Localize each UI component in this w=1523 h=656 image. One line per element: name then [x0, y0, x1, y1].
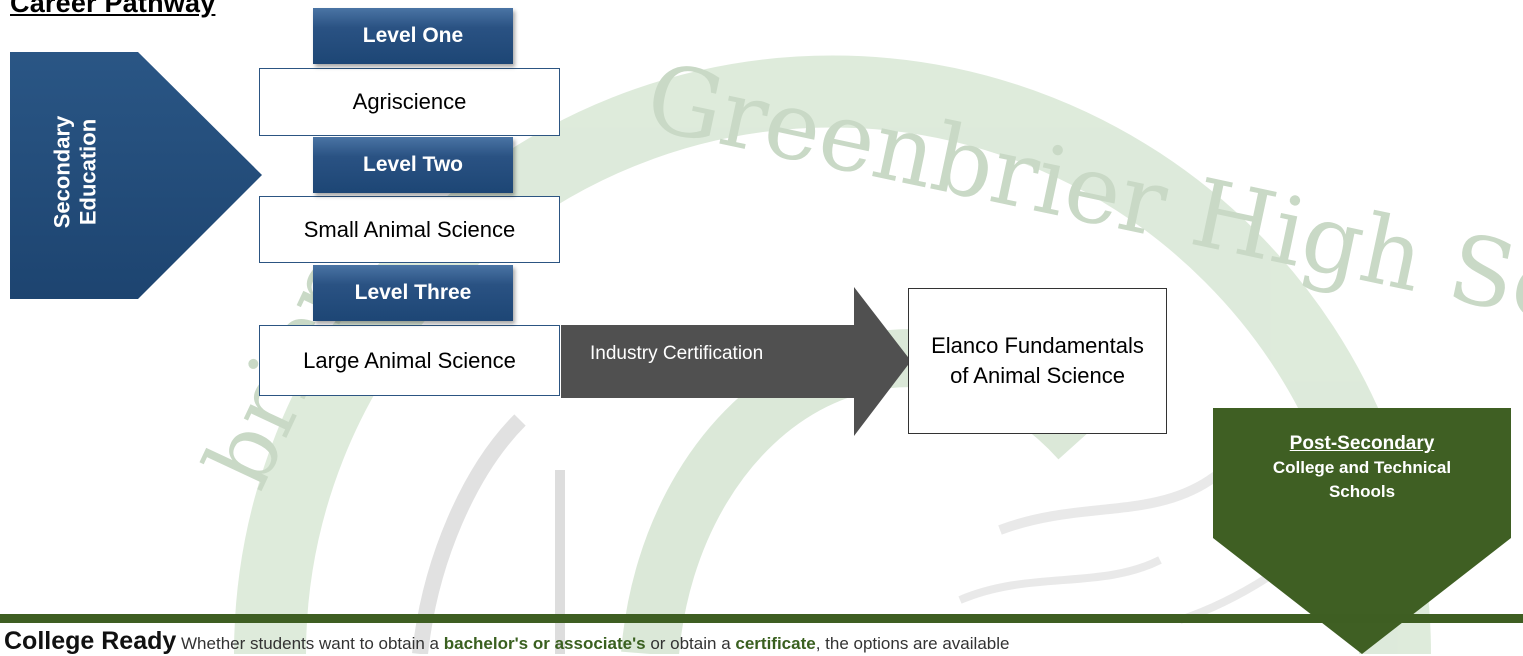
secondary-education-label: Secondary Education [40, 82, 110, 262]
secondary-label-line2: Education [75, 118, 100, 226]
college-ready-text-1: Whether students want to obtain a [181, 634, 440, 653]
course-box-level-three: Large Animal Science [259, 325, 560, 396]
certification-box: Elanco Fundamentals of Animal Science [908, 288, 1167, 434]
keyword-or: or [532, 634, 550, 653]
course-box-level-one: Agriscience [259, 68, 560, 136]
level-three-tab: Level Three [313, 265, 513, 321]
industry-certification-label: Industry Certification [590, 343, 764, 364]
keyword-bachelors: bachelor's [443, 634, 529, 653]
level-one-tab: Level One [313, 8, 513, 64]
keyword-associates: associate's [554, 634, 646, 653]
divider-line [0, 614, 1523, 623]
keyword-certificate: certificate [735, 634, 816, 653]
post-secondary-chevron [1213, 408, 1511, 654]
level-two-tab: Level Two [313, 137, 513, 193]
college-ready-heading: College Ready [4, 627, 177, 655]
secondary-education-chevron [10, 52, 262, 299]
course-box-level-two: Small Animal Science [259, 196, 560, 263]
post-secondary-label: Post-Secondary College and Technical Sch… [1222, 432, 1502, 504]
secondary-label-line1: Secondary [49, 115, 74, 229]
college-ready-paragraph: College Ready Whether students want to o… [4, 627, 1009, 656]
page-title: Career Pathway [10, 0, 216, 18]
post-secondary-title: Post-Secondary [1289, 433, 1435, 454]
post-secondary-line1: College and Technical [1272, 458, 1452, 477]
industry-certification-arrow [561, 287, 911, 436]
college-ready-text-2: or obtain a [650, 634, 731, 653]
college-ready-text-3: , the options are available [815, 634, 1010, 653]
post-secondary-line2: Schools [1328, 482, 1396, 501]
